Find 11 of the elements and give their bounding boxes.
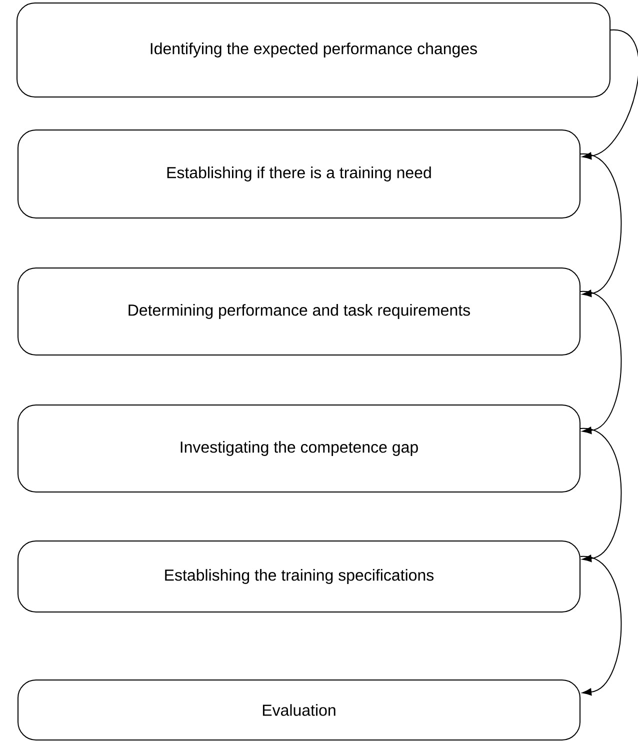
curved-arrow <box>580 556 622 696</box>
curved-arrow <box>580 154 622 298</box>
process-box: Investigating the competence gap <box>18 404 580 492</box>
curved-arrow <box>580 291 622 434</box>
process-box: Establishing if there is a training need <box>18 130 580 218</box>
process-box: Evaluation <box>18 680 580 740</box>
process-box: Determining performance and task requirements <box>18 268 580 356</box>
process-box: Establishing the training specifications <box>18 540 580 612</box>
curved-arrow <box>582 30 638 160</box>
curved-arrow <box>580 428 622 562</box>
process-box: Identifying the expected performance changes <box>16 2 610 98</box>
